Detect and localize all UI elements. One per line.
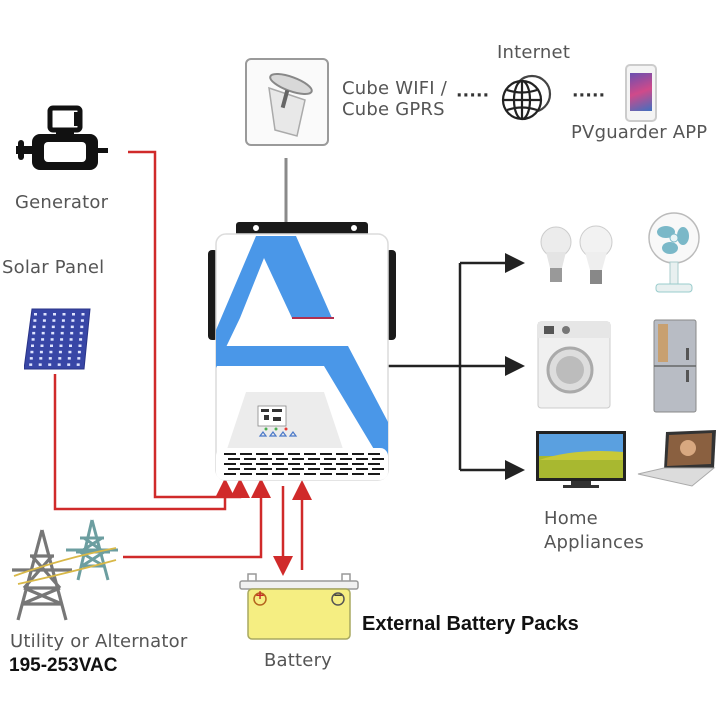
wifi-label-line1: Cube WIFI / [342,78,447,99]
solar-cell [70,331,74,335]
battery-icon: + − [238,572,360,642]
solar-cell [58,357,62,360]
solar-cell [79,338,83,341]
solar-cell [31,344,34,347]
solar-cell [33,319,37,322]
solar-cell [50,338,54,341]
inverter-unit [206,222,398,484]
solar-cell [29,357,33,360]
negative-terminal: − [332,588,344,602]
solar-cell [80,319,84,322]
home-label-line1: Home [544,508,598,529]
solar-cell [40,344,44,347]
solar-cell [61,325,65,329]
app-label: PVguarder APP [571,122,708,143]
solar-cell [67,363,71,366]
television-icon [535,430,627,490]
utility-tower-icon [4,518,122,626]
solar-cell [76,363,80,366]
solar-cell [48,357,52,360]
solar-cell [42,325,46,329]
generator-line [128,150,250,499]
home-label-line2: Appliances [544,532,644,553]
solar-cell [41,331,45,335]
refrigerator-icon [652,318,698,414]
solar-cell [71,319,75,322]
solar-cell [68,350,72,354]
solar-cell [29,363,33,366]
solar-cell [70,325,74,329]
solar-cell [77,350,81,354]
solar-cell [57,363,61,366]
solar-cell [32,331,36,335]
solar-cell [81,313,85,316]
utility-voltage-label: 195-253VAC [9,655,118,676]
solar-cell [41,338,45,341]
solar-cell [60,331,64,335]
solar-cell [32,325,36,329]
solar-cell [69,344,72,347]
solar-cell [52,319,56,322]
fan-icon [646,210,702,296]
solar-cell [43,313,47,316]
positive-terminal: + [254,588,266,602]
home-appliances-label: Home Appliances [544,507,644,555]
battery-label: Battery [264,650,333,671]
solar-cell [48,363,52,366]
internet-label: Internet [497,42,571,63]
solar-cell [39,357,43,360]
solar-cell [38,363,42,366]
wifi-module-icon [245,58,329,146]
wifi-module-label: Cube WIFI / Cube GPRS [342,78,447,120]
utility-line [123,478,271,559]
utility-label: Utility or Alternator [10,631,188,652]
dots-right: ····· [572,86,606,106]
washing-machine-icon [536,320,614,410]
solar-cell [67,357,71,360]
solar-cell [80,325,84,329]
solar-panel-icon [23,307,92,371]
solar-line [53,374,235,511]
solar-cell [51,325,55,329]
solar-cell [60,338,64,341]
solar-cell [34,313,37,316]
solar-cell [51,331,55,335]
solar-cell [42,319,46,322]
laptop-icon [636,428,718,490]
solar-cell [62,313,66,316]
solar-cell [39,350,43,354]
battery-packs-label: External Battery Packs [362,613,579,635]
dots-left: ····· [456,86,490,106]
wifi-label-line2: Cube GPRS [342,99,445,120]
solar-cell [50,344,53,347]
globe-icon [500,72,556,122]
solar-cell [69,338,73,341]
solar-cell [79,331,83,335]
generator-label: Generator [15,192,109,213]
solar-cell [61,319,65,322]
solar-cell [53,313,56,316]
solar-cell [31,338,35,341]
smartphone-icon [625,64,657,122]
generator-icon [12,104,112,184]
solar-panel-label: Solar Panel [2,257,105,278]
light-bulb-icon [538,222,618,294]
solar-cell [49,350,53,354]
solar-cell [77,357,81,360]
solar-cell [30,350,34,354]
solar-cell [58,350,62,354]
solar-cell [59,344,63,347]
solar-cell [78,344,82,347]
solar-cell [72,313,75,316]
